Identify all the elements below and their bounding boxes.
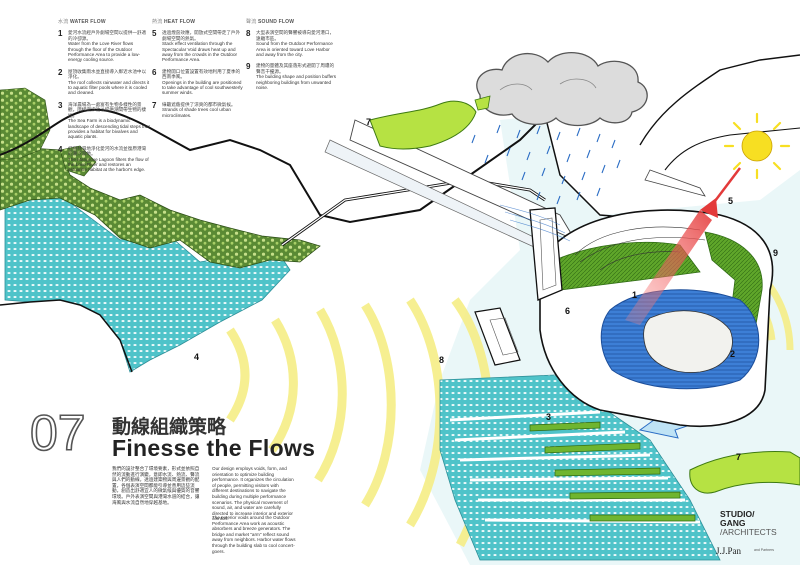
rain-cloud <box>476 51 648 127</box>
paragraph-zh: 我們的設計整合了環境要素，形式並依照自然的流動進行演變，意即水流、熱流、聲流與人… <box>112 466 200 505</box>
coastline <box>0 108 546 224</box>
diagram-label-6: 6 <box>565 306 571 316</box>
shade-strand-top <box>369 100 477 150</box>
diagram-label-3: 3 <box>546 412 552 422</box>
diagram-label-1: 1 <box>632 290 638 300</box>
section-title-zh: 動線組織策略 <box>112 417 227 438</box>
diagram-label-9: 9 <box>773 248 779 258</box>
coastline-right <box>639 54 800 146</box>
performance-building <box>539 209 774 428</box>
studio-gang-logo: STUDIO/ GANG /ARCHITECTS <box>720 509 777 537</box>
sound-flow-heading: 聲流 SOUND FLOW <box>246 19 295 25</box>
section-title-en: Finesse the Flows <box>112 435 316 461</box>
diagram-label-2: 2 <box>730 349 736 359</box>
section-number: 07 <box>29 405 86 461</box>
diagram-label-8: 8 <box>439 355 445 365</box>
diagram-label-5: 5 <box>728 196 734 206</box>
mangrove-bank-2 <box>59 145 97 177</box>
jjpan-logo: J.J.Pan <box>716 546 742 556</box>
water-flow-lines <box>499 204 571 242</box>
diagram-label-7b: 7 <box>736 452 742 462</box>
sea-farm-hedges <box>529 421 696 522</box>
mangrove-forest <box>0 147 321 269</box>
water-flow-heading: 水流 WATER FLOW <box>58 19 106 25</box>
paragraph-en-2: The exterior voids around the Outdoor Pe… <box>212 515 296 554</box>
sun <box>723 112 791 180</box>
tower-block <box>529 207 563 301</box>
shade-strand-bottom <box>689 451 800 494</box>
mangrove-bank <box>0 87 51 161</box>
market-arm <box>474 307 521 366</box>
heat-line <box>711 167 741 206</box>
wind-flow-right <box>644 169 706 197</box>
paragraph-en-1: Our design employs voids, form, and orie… <box>212 466 294 522</box>
coastline-2 <box>0 299 133 373</box>
market-arm-2 <box>489 317 519 356</box>
tower-block-side <box>539 217 557 291</box>
heat-beam <box>625 210 712 325</box>
coastline-right-2 <box>664 127 800 171</box>
diagram-label-7a: 7 <box>366 117 372 127</box>
shade-strand-top-2 <box>474 95 491 111</box>
rain <box>471 124 621 205</box>
heat-flow-heading: 熱流 HEAT FLOW <box>152 19 196 25</box>
jjpan-logo-sub: and Partners <box>754 548 775 552</box>
diagram-label-4: 4 <box>194 352 200 362</box>
